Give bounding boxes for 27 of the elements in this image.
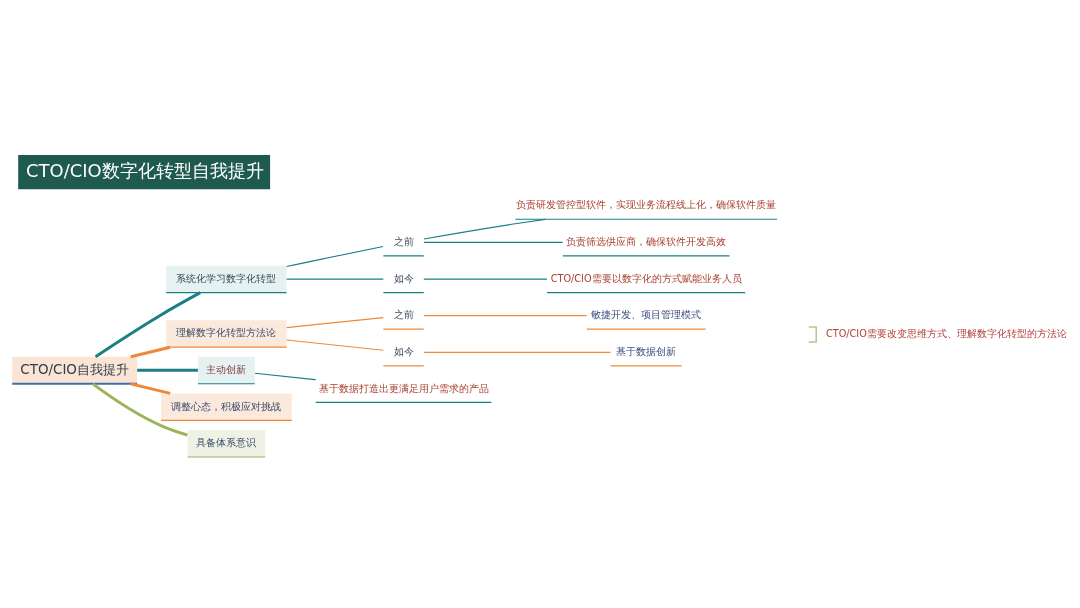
connector bbox=[254, 372, 317, 380]
diagram-title: CTO/CIO数字化转型自我提升 bbox=[26, 159, 264, 181]
node-text: 敏捷开发、项目管理模式 bbox=[591, 308, 702, 320]
node-text: 基于数据创新 bbox=[616, 345, 677, 357]
connector bbox=[286, 245, 384, 267]
connector bbox=[130, 381, 171, 395]
node-text: 之前 bbox=[393, 308, 414, 320]
connector bbox=[286, 338, 384, 351]
connector bbox=[423, 351, 612, 353]
connector bbox=[286, 316, 384, 328]
connector bbox=[423, 314, 588, 316]
node-text: CTO/CIO需要以数字化的方式赋能业务人员 bbox=[550, 272, 742, 284]
node-text: 负责筛选供应商，确保软件开发高效 bbox=[566, 235, 727, 247]
node-text: 如今 bbox=[393, 272, 414, 284]
node-text: 之前 bbox=[393, 235, 414, 247]
node-text: 负责研发管控型软件，实现业务流程线上化，确保软件质量 bbox=[516, 198, 777, 210]
connector bbox=[137, 368, 198, 372]
node-text: 基于数据打造出更满足用户需求的产品 bbox=[318, 382, 489, 394]
label: CTO/CIO需要改变思维方式、理解数字化转型的方法论 bbox=[825, 327, 1067, 339]
connector bbox=[423, 277, 548, 280]
connector bbox=[286, 277, 384, 280]
node-text: 如今 bbox=[393, 345, 414, 357]
connector bbox=[94, 290, 201, 358]
connector bbox=[423, 241, 564, 243]
connector bbox=[130, 345, 171, 358]
connector bbox=[423, 218, 547, 240]
connector bbox=[91, 382, 188, 436]
